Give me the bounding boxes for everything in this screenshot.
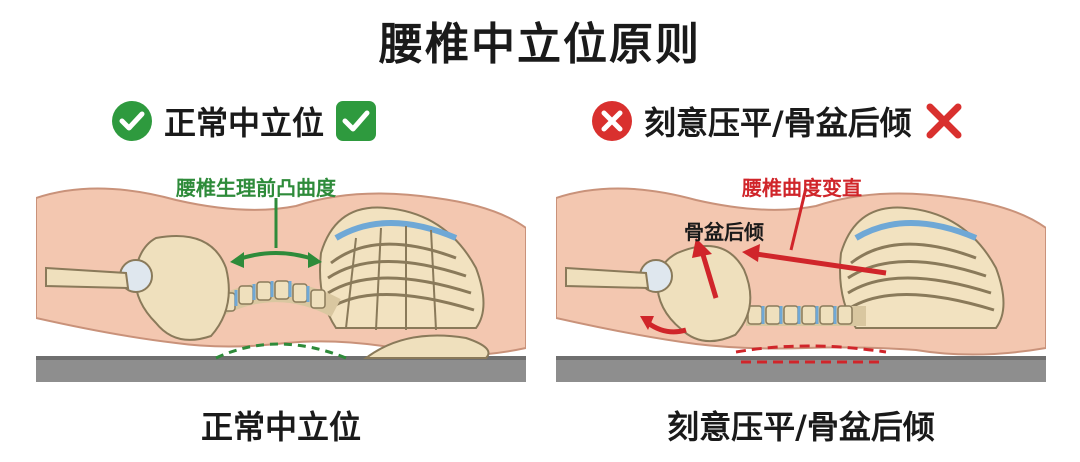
flat-gap-dashed [735, 344, 887, 354]
left-illustration: 腰椎生理前凸曲度 [35, 158, 527, 390]
lumbar-gap-dashed [215, 342, 347, 360]
lordosis-label: 腰椎生理前凸曲度 [176, 176, 336, 200]
rib-cage [839, 206, 1005, 329]
left-caption: 正常中立位 [200, 408, 361, 446]
right-heading-text: 刻意压平/骨盆后倾 [644, 104, 912, 142]
pelvic-tilt-arrows [640, 238, 719, 335]
left-panel-heading: 正常中立位 [110, 96, 378, 146]
pelvis [119, 235, 230, 341]
x-mark-icon [926, 103, 962, 139]
right-illustration: 腰椎曲度变直 骨盆后倾 [555, 158, 1047, 390]
check-circle-icon [112, 101, 152, 141]
page-title: 腰椎中立位原则 [379, 19, 701, 70]
curve-straighten-label: 腰椎曲度变直 [742, 176, 862, 200]
left-heading-text: 正常中立位 [164, 104, 325, 142]
check-square-icon [336, 101, 377, 141]
pelvic-tilt-label: 骨盆后倾 [684, 220, 764, 244]
lumbar-spine [746, 305, 866, 326]
right-caption: 刻意压平/骨盆后倾 [667, 408, 935, 446]
flattening-arrow [742, 187, 887, 276]
neutral-spine-illustration [35, 187, 527, 382]
x-circle-icon [592, 101, 632, 141]
flattened-spine-illustration [555, 187, 1047, 382]
lordosis-arrow [230, 198, 322, 268]
right-panel-heading: 刻意压平/骨盆后倾 [590, 96, 966, 146]
